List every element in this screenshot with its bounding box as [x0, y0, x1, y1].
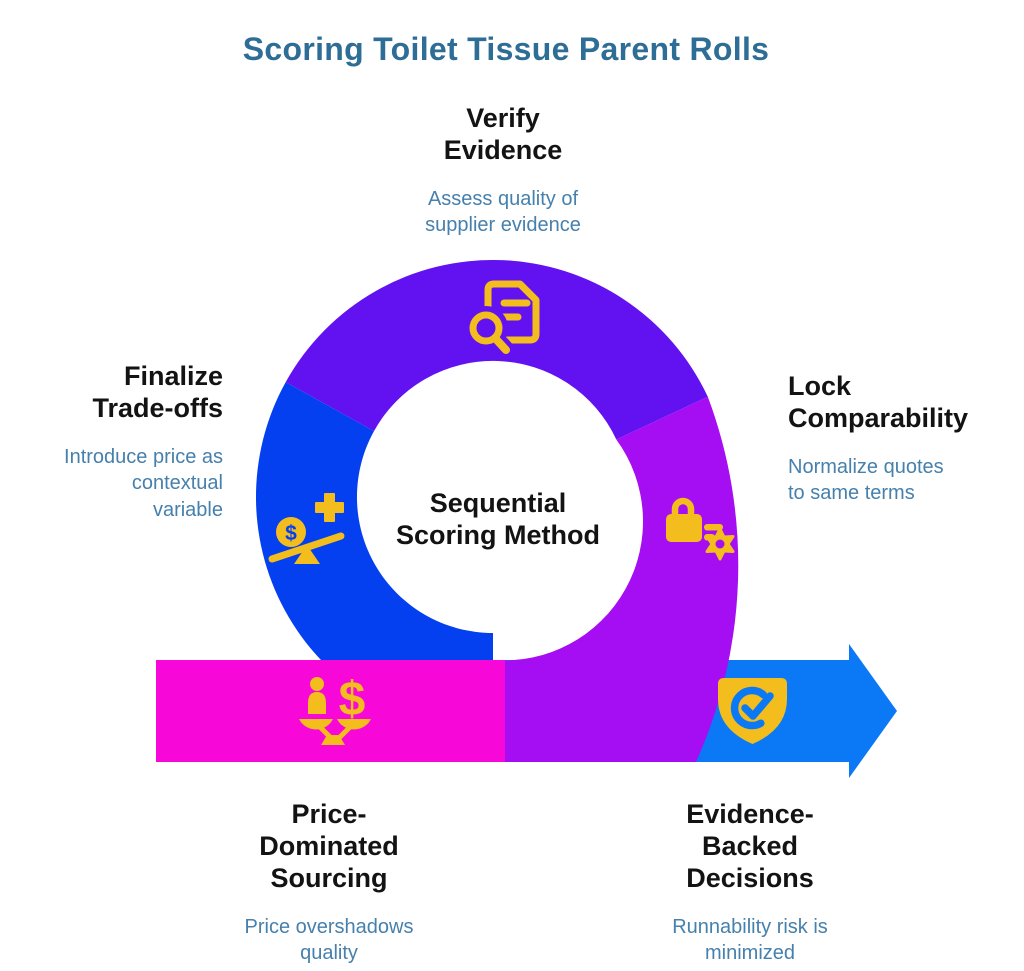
- step-desc-verify-evidence: Assess quality of supplier evidence: [425, 187, 581, 237]
- step-evidence-backed-decisions: Evidence- Backed Decisions Runnability r…: [624, 799, 876, 966]
- step-desc-finalize-trade-offs: Introduce price as contextual variable: [64, 445, 223, 521]
- step-desc-lock-comparability: Normalize quotes to same terms: [788, 455, 944, 505]
- step-verify-evidence: Verify Evidence Assess quality of suppli…: [328, 103, 678, 239]
- shield-check-icon: [718, 678, 787, 744]
- step-heading-lock-comparability: Lock Comparability: [788, 371, 969, 433]
- scale-dollar-glyph: $: [339, 673, 366, 726]
- step-heading-finalize-trade-offs: Finalize Trade-offs: [92, 361, 223, 423]
- ring-segment-lock: [493, 396, 739, 762]
- price-balance-icon: $: [268, 493, 345, 564]
- inflow-band: [156, 660, 505, 762]
- center-label: Sequential Scoring Method: [396, 488, 600, 551]
- page-title: Scoring Toilet Tissue Parent Rolls: [242, 31, 770, 67]
- document-search-icon: [464, 280, 540, 359]
- step-lock-comparability: Lock Comparability Normalize quotes to s…: [788, 371, 1024, 507]
- ring-segment-finalize: [255, 382, 493, 734]
- lock-gear-icon: [666, 497, 735, 561]
- step-heading-verify-evidence: Verify Evidence: [443, 103, 563, 165]
- step-price-dominated-sourcing: Price- Dominated Sourcing Price overshad…: [203, 799, 455, 966]
- coin-dollar-glyph: $: [285, 522, 297, 545]
- step-finalize-trade-offs: Finalize Trade-offs Introduce price as c…: [0, 361, 223, 523]
- step-desc-evidence-backed-decisions: Runnability risk is minimized: [672, 915, 828, 964]
- step-heading-evidence-backed-decisions: Evidence- Backed Decisions: [686, 799, 814, 893]
- step-desc-price-dominated-sourcing: Price overshadows quality: [244, 915, 414, 964]
- step-heading-price-dominated-sourcing: Price- Dominated Sourcing: [259, 799, 399, 893]
- person-dollar-scale-icon: $: [299, 673, 371, 745]
